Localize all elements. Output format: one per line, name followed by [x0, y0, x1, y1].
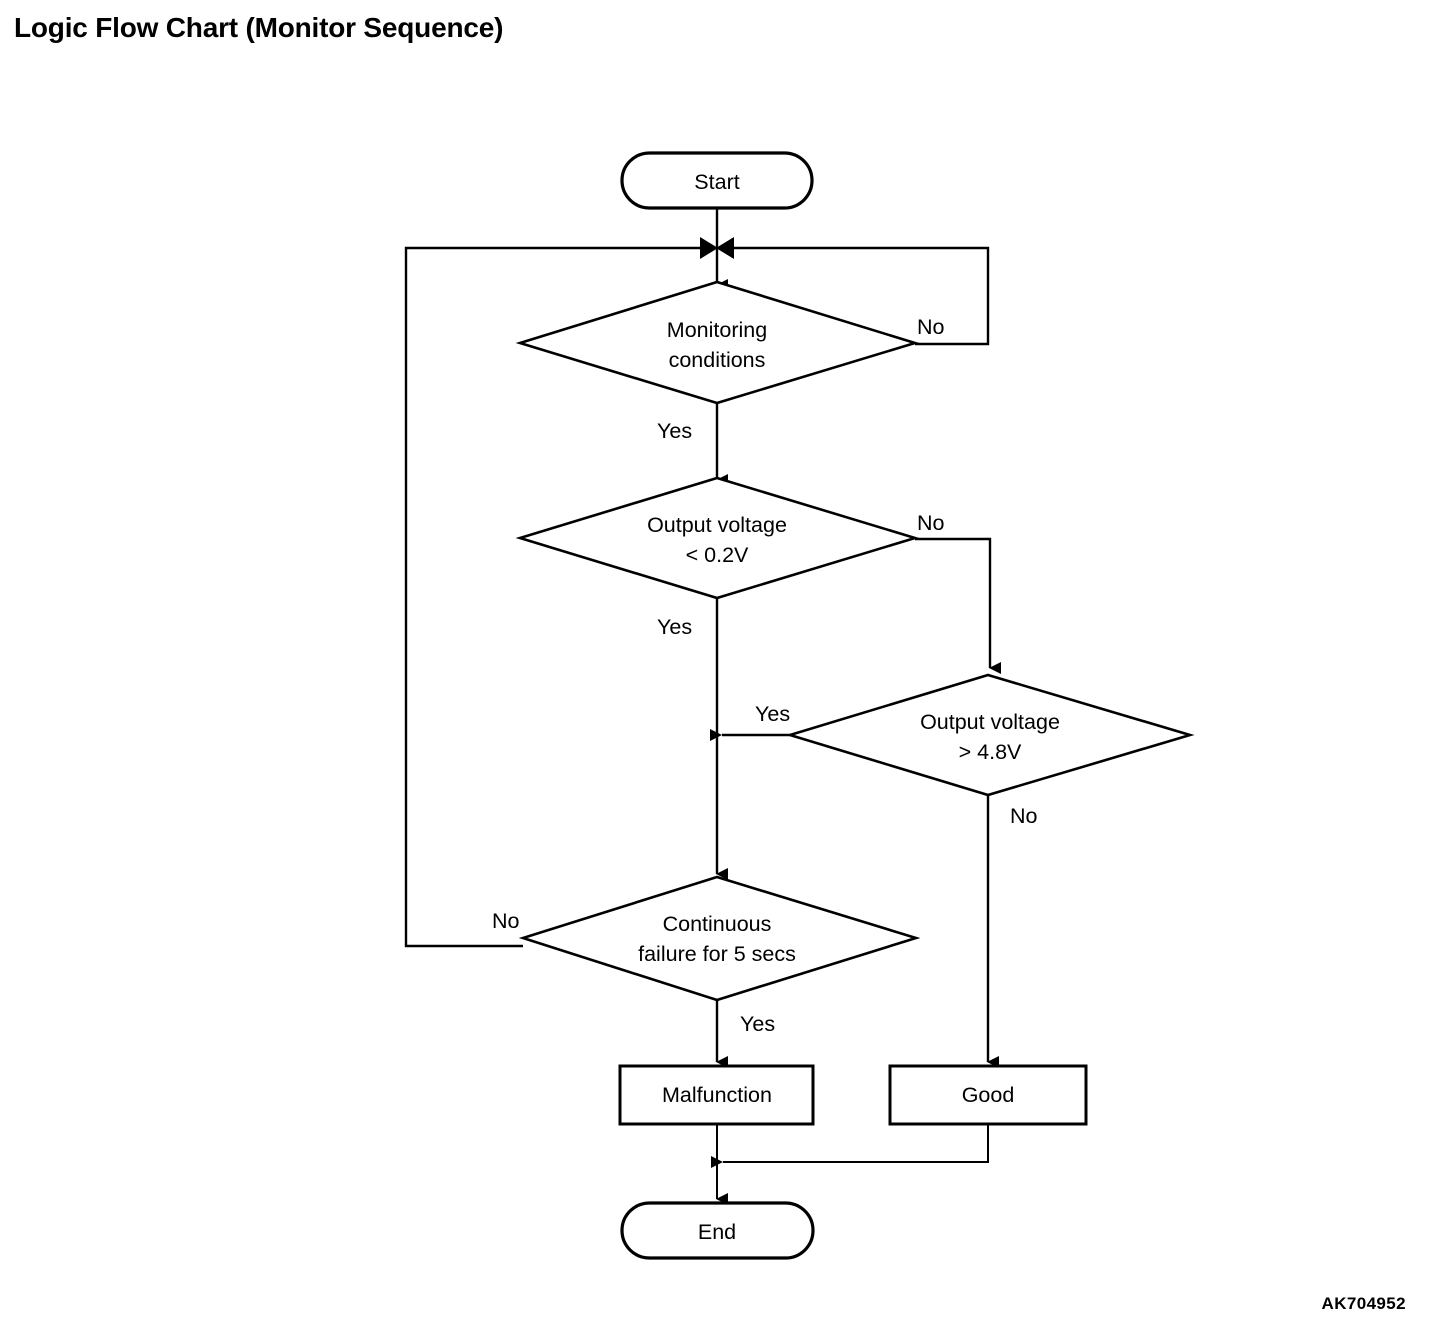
output-voltage-high-shape	[785, 673, 1195, 797]
output-voltage-high-label-line1: Output voltage	[920, 710, 1060, 734]
continuous-failure-label-line1: Continuous	[663, 912, 772, 936]
node-start[interactable]: Start	[620, 151, 814, 210]
branch-label-continuous-yes: Yes	[740, 1012, 775, 1036]
feedback-right-arrowhead	[716, 237, 734, 259]
edge-continuous-no-path	[404, 246, 709, 948]
output-voltage-low-shape	[515, 476, 920, 600]
end-shape	[620, 1201, 815, 1260]
end-label: End	[698, 1220, 736, 1244]
edge-voltlow-no	[915, 537, 1001, 674]
monitoring-conditions-label-line2: conditions	[669, 348, 766, 372]
output-voltage-high-label-line2: > 4.8V	[959, 740, 1022, 764]
node-continuous-failure[interactable]: Continuous failure for 5 secs	[518, 875, 921, 1002]
branch-label-voltlow-no: No	[917, 511, 945, 535]
edge-good-to-end	[711, 1124, 989, 1168]
branch-label-volthigh-yes: Yes	[755, 702, 790, 726]
branch-label-monitoring-yes: Yes	[657, 419, 692, 443]
node-malfunction[interactable]: Malfunction	[618, 1064, 815, 1126]
branch-label-voltlow-yes: Yes	[657, 615, 692, 639]
branch-label-monitoring-no: No	[917, 315, 945, 339]
continuous-failure-label-line2: failure for 5 secs	[638, 942, 796, 966]
edge-continuous-no-feedback	[404, 237, 718, 948]
output-voltage-low-label-line2: < 0.2V	[686, 543, 749, 567]
node-output-voltage-low[interactable]: Output voltage < 0.2V	[515, 476, 920, 600]
node-good[interactable]: Good	[888, 1064, 1088, 1126]
edge-good-to-end-path	[711, 1124, 989, 1168]
figure-code: AK704952	[1321, 1294, 1406, 1313]
branch-label-volthigh-no: No	[1010, 804, 1038, 828]
good-shape	[888, 1064, 1088, 1126]
good-label: Good	[962, 1083, 1015, 1107]
malfunction-label: Malfunction	[662, 1083, 772, 1107]
node-output-voltage-high[interactable]: Output voltage > 4.8V	[785, 673, 1195, 797]
start-label: Start	[694, 170, 739, 194]
edge-monitoring-no-feedback	[716, 237, 990, 346]
malfunction-shape	[618, 1064, 815, 1126]
feedback-left-arrowhead	[700, 237, 718, 259]
node-monitoring-conditions[interactable]: Monitoring conditions	[515, 280, 920, 405]
branch-label-continuous-no: No	[492, 909, 520, 933]
continuous-failure-shape	[518, 875, 921, 1002]
monitoring-conditions-label-line1: Monitoring	[667, 318, 767, 342]
output-voltage-low-label-line1: Output voltage	[647, 513, 787, 537]
edge-monitoring-no-path	[725, 246, 990, 346]
monitoring-conditions-shape	[515, 280, 920, 405]
start-shape	[620, 151, 814, 210]
edge-voltlow-no-path	[915, 537, 1001, 674]
node-end[interactable]: End	[620, 1201, 815, 1260]
page-title: Logic Flow Chart (Monitor Sequence)	[14, 12, 504, 43]
